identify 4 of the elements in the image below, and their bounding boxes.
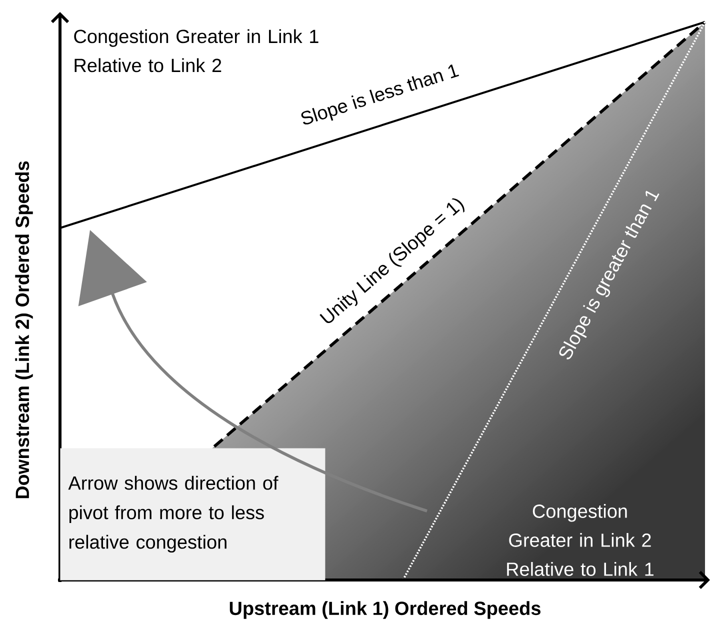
- note-box: Arrow shows direction of pivot from more to less relative congestion: [60, 448, 326, 580]
- axis-title: Downstream (Link 2) Ordered Speeds: [15, 161, 33, 498]
- axis-title: Upstream (Link 1) Ordered Speeds: [230, 601, 540, 619]
- region-label: Congestion Greater in Link 2 Relative to Link 1: [507, 504, 654, 576]
